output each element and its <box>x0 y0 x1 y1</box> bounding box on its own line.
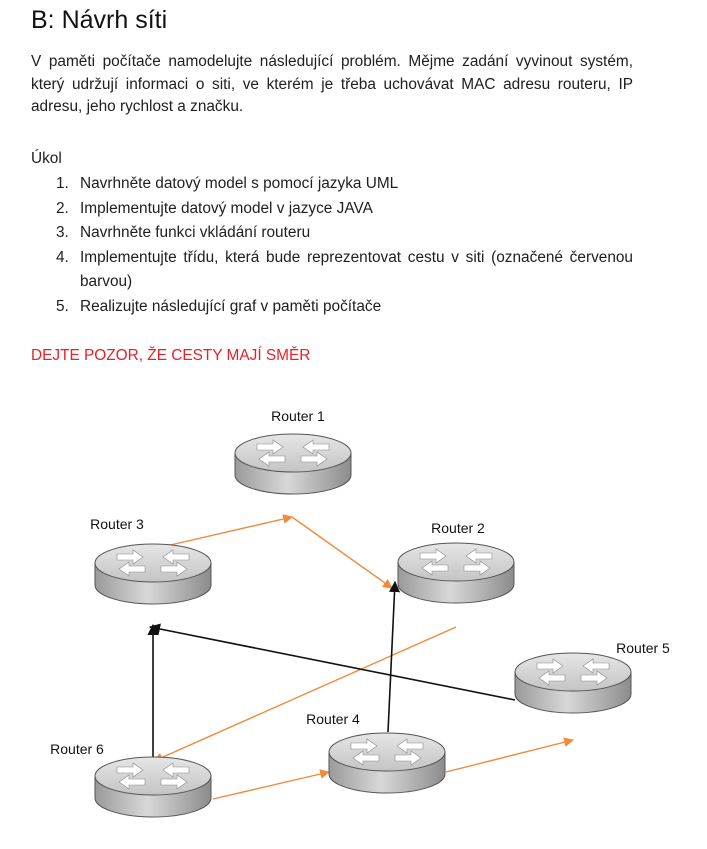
task-item: 3. Navrhněte funkci vkládání routeru <box>31 221 633 246</box>
router-icon <box>94 756 212 818</box>
router-node-r3: Router 3 <box>90 516 212 605</box>
router-icon <box>328 732 446 794</box>
edge-r6-to-r4 <box>212 769 330 800</box>
router-label: Router 4 <box>306 711 360 727</box>
router-label: Router 2 <box>431 520 485 536</box>
edges-layer <box>147 514 574 800</box>
router-node-r1: Router 1 <box>234 408 352 495</box>
router-node-r6: Router 6 <box>50 741 212 818</box>
task-text: Realizujte následující graf v paměti poč… <box>80 297 382 315</box>
task-item: 4. Implementujte třídu, která bude repre… <box>31 246 633 295</box>
task-text: Implementujte třídu, která bude reprezen… <box>80 248 633 291</box>
task-number: 1. <box>56 175 69 192</box>
edge-r4-to-r5 <box>445 737 574 773</box>
router-node-r4: Router 4 <box>306 711 446 794</box>
router-label: Router 1 <box>271 408 325 424</box>
task-item: 1. Navrhněte datový model s pomocí jazyk… <box>31 172 633 197</box>
task-text: Navrhněte datový model s pomocí jazyka U… <box>80 175 399 192</box>
edge-r3-to-r1 <box>152 514 293 550</box>
edge-r1-to-r2 <box>291 516 393 589</box>
task-text: Navrhněte funkci vkládání routeru <box>80 224 311 241</box>
router-label: Router 3 <box>90 516 144 532</box>
intro-paragraph: V paměti počítače namodelujte následujíc… <box>31 53 633 115</box>
edge-r5-to-r3 <box>148 623 516 701</box>
task-item: 2. Implementujte datový model v jazyce J… <box>31 197 633 222</box>
task-item: 5. Realizujte následující graf v paměti … <box>31 295 633 320</box>
task-number: 3. <box>56 224 69 241</box>
task-number: 5. <box>56 297 69 315</box>
task-number: 2. <box>56 199 69 217</box>
edge-r4-to-r2 <box>387 580 401 733</box>
router-icon <box>514 652 632 714</box>
direction-warning: DEJTE POZOR, ŽE CESTY MAJÍ SMĚR <box>31 347 311 364</box>
router-node-r5: Router 5 <box>514 640 670 714</box>
router-icon <box>234 433 352 495</box>
edge-r2-to-r6 <box>153 626 457 762</box>
router-node-r2: Router 2 <box>397 520 515 604</box>
task-text: Implementujte datový model v jazyce JAVA <box>80 199 373 217</box>
network-diagram: Router 1 Router 2 Router 3 Router 4 Router 5… <box>50 408 670 818</box>
router-icon <box>397 542 515 604</box>
task-number: 4. <box>56 248 69 266</box>
page-title: B: Návrh síti <box>31 6 168 34</box>
task-list: 1. Navrhněte datový model s pomocí jazyk… <box>31 172 633 319</box>
router-label: Router 5 <box>616 640 670 656</box>
router-label: Router 6 <box>50 741 104 757</box>
routers-layer: Router 1 Router 2 Router 3 Router 4 Router 5… <box>50 408 670 818</box>
task-heading: Úkol <box>31 150 62 167</box>
router-icon <box>94 543 212 605</box>
